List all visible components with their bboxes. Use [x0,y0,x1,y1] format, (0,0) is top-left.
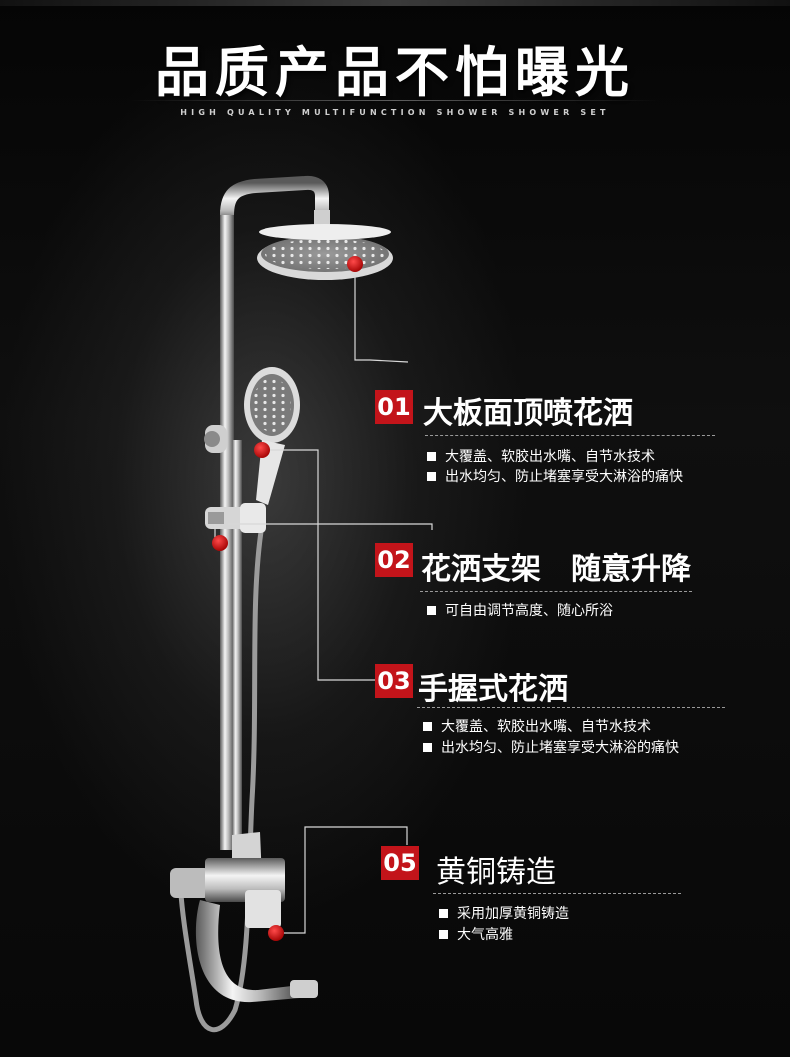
feature-bullet: 大覆盖、软胶出水嘴、自节水技术 [423,716,651,736]
feature-title: 黄铜铸造 [436,855,556,890]
marker-valve [268,925,284,941]
feature-bullet: 出水均匀、防止堵塞享受大淋浴的痛快 [423,737,679,757]
overhead-shower-head [257,224,393,280]
mixer-valve [170,832,318,1003]
bullet-text: 出水均匀、防止堵塞享受大淋浴的痛快 [441,740,679,756]
feature-title: 大板面顶喷花洒 [423,396,633,431]
feature-bullet: 出水均匀、防止堵塞享受大淋浴的痛快 [427,466,683,486]
feature-number-badge: 03 [375,664,413,698]
feature-divider [425,435,715,436]
bullet-text: 大气高雅 [457,927,513,943]
hand-shower [244,367,300,505]
feature-divider [417,707,725,708]
subtitle-divider [130,100,660,101]
overhead-arm [220,175,329,222]
feature-bullet: 采用加厚黄铜铸造 [439,903,569,923]
feature-number-badge: 01 [375,390,413,424]
wall-bracket [204,425,227,453]
feature-bullet: 可自由调节高度、随心所浴 [427,600,613,620]
bullet-square-icon [423,722,432,731]
bullet-square-icon [427,472,436,481]
riser-pipe [220,210,234,850]
bullet-text: 大覆盖、软胶出水嘴、自节水技术 [441,719,651,735]
arm-connector [314,210,330,228]
bullet-text: 可自由调节高度、随心所浴 [445,603,613,619]
bullet-text: 大覆盖、软胶出水嘴、自节水技术 [445,449,655,465]
page-title: 品质产品不怕曝光 [155,41,635,104]
bullet-text: 出水均匀、防止堵塞享受大淋浴的痛快 [445,469,683,485]
feature-number-badge: 02 [375,543,413,577]
bullet-square-icon [427,606,436,615]
bullet-square-icon [427,452,436,461]
bullet-square-icon [439,930,448,939]
marker-overhead [347,256,363,272]
feature-title: 手握式花洒 [418,672,568,707]
bullet-square-icon [423,743,432,752]
marker-hand-shower [254,442,270,458]
bullet-text: 采用加厚黄铜铸造 [457,906,569,922]
feature-number-badge: 05 [381,846,419,880]
bullet-square-icon [439,909,448,918]
feature-bullet: 大覆盖、软胶出水嘴、自节水技术 [427,446,655,466]
feature-title: 花洒支架 随意升降 [421,552,691,587]
feature-bullet: 大气高雅 [439,924,513,944]
feature-divider [433,893,681,894]
slide-bar [232,440,242,860]
shower-hose [177,524,265,1033]
feature-divider [420,591,692,592]
top-bar [0,0,790,6]
callout-lines [214,265,433,934]
slider-holder [205,503,266,533]
page-subtitle: HIGH QUALITY MULTIFUNCTION SHOWER SHOWER… [180,108,610,117]
marker-holder [212,535,228,551]
